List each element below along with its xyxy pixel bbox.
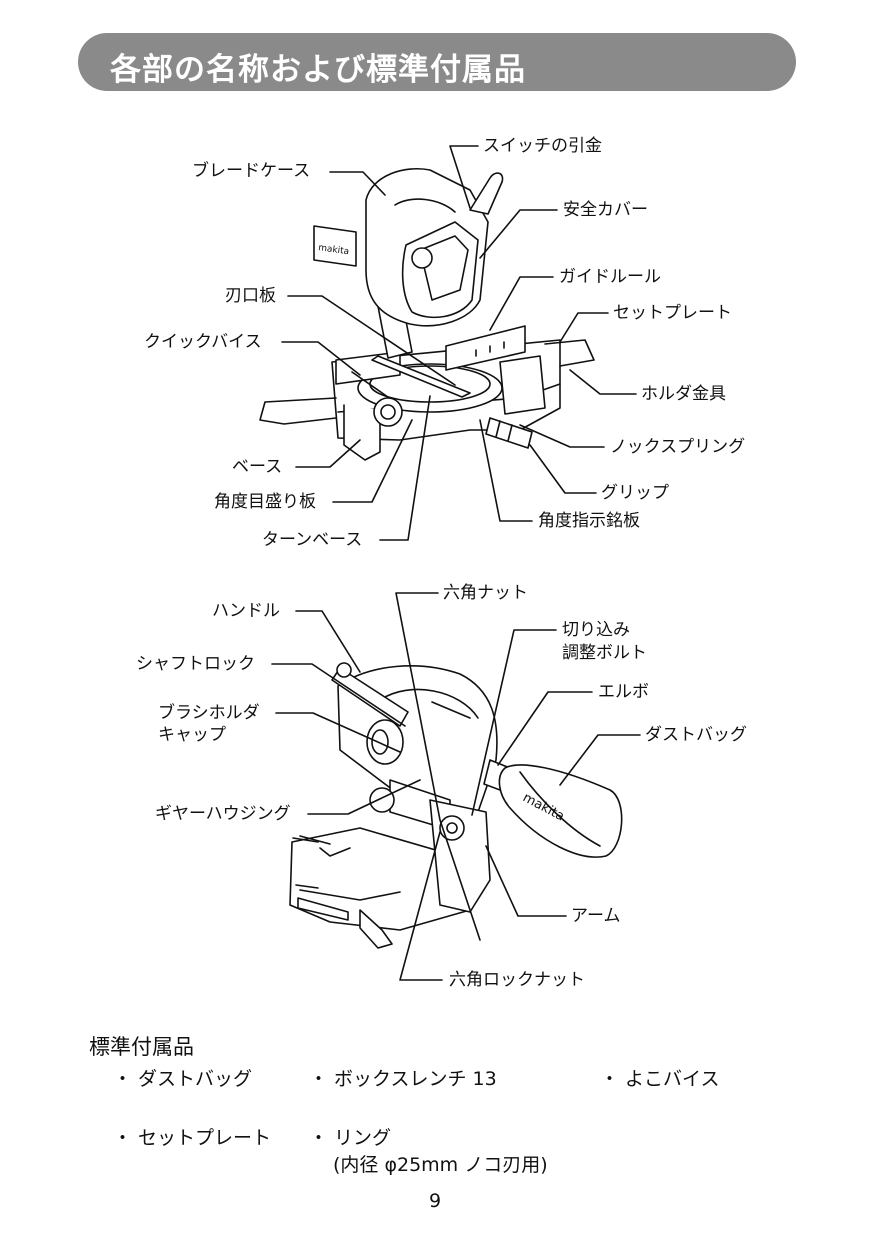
label-handle: ハンドル — [212, 601, 280, 621]
label-hex-nut: 六角ナット — [443, 583, 528, 603]
label-kerf-board: 刃口板 — [225, 286, 276, 306]
accessory-item: ・ セットプレート — [113, 1127, 272, 1149]
label-brush-holder-cap-line2: キャップ — [158, 725, 226, 745]
page-number: 9 — [429, 1190, 442, 1212]
label-switch-trigger: スイッチの引金 — [483, 136, 602, 156]
svg-text:makita: makita — [318, 243, 350, 257]
label-safety-cover: 安全カバー — [563, 200, 648, 220]
page-title: 各部の名称および標準付属品 — [110, 52, 526, 88]
label-arm: アーム — [571, 906, 621, 926]
accessory-item: ・ よこバイス — [600, 1068, 720, 1090]
upper-leader-lines — [281, 145, 637, 541]
label-knock-spring: ノックスプリング — [610, 437, 746, 457]
label-cut-adjust-bolt-line2: 調整ボルト — [562, 643, 647, 663]
label-elbow: エルボ — [598, 682, 649, 702]
label-set-plate: セットプレート — [613, 303, 732, 323]
accessory-item: ・ ボックスレンチ 13 — [309, 1068, 497, 1090]
upper-saw-illustration: makita — [259, 168, 595, 461]
accessories-title: 標準付属品 — [89, 1035, 194, 1059]
accessory-item-note: (内径 φ25mm ノコ刃用) — [333, 1154, 548, 1176]
accessory-item: ・ ダストバッグ — [113, 1068, 253, 1090]
label-gear-housing: ギヤーハウジング — [155, 804, 291, 824]
label-dust-bag: ダストバッグ — [645, 725, 747, 745]
label-angle-indicator-plate: 角度指示銘板 — [538, 511, 640, 531]
lower-saw-illustration: makita — [289, 662, 623, 949]
label-quick-vise: クイックバイス — [144, 332, 262, 352]
label-guide-rule: ガイドルール — [559, 267, 661, 287]
label-blade-case: ブレードケース — [192, 161, 311, 181]
label-turn-base: ターンベース — [262, 530, 363, 550]
label-holder: ホルダ金具 — [641, 384, 726, 404]
label-shaft-lock: シャフトロック — [136, 654, 255, 674]
label-base: ベース — [232, 457, 283, 477]
lower-leader-lines — [271, 592, 641, 981]
label-grip: グリップ — [601, 483, 669, 503]
label-brush-holder-cap-line1: ブラシホルダ — [158, 703, 260, 723]
label-hex-lock-nut: 六角ロックナット — [449, 970, 585, 990]
accessory-item: ・ リング — [309, 1127, 392, 1149]
label-cut-adjust-bolt-line1: 切り込み — [562, 620, 630, 640]
label-angle-scale-plate: 角度目盛り板 — [214, 492, 316, 512]
header-bar — [78, 33, 796, 91]
